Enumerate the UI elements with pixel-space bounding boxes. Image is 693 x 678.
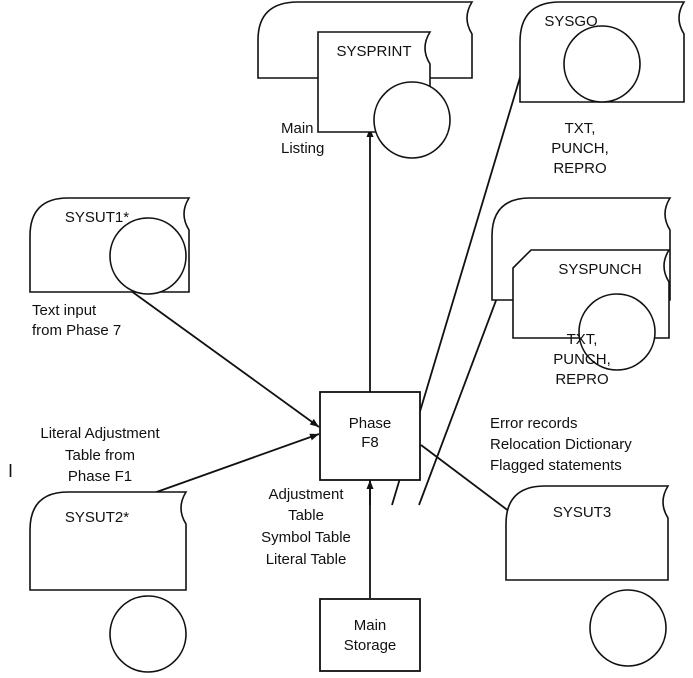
sysprint-label: SYSPRINT bbox=[336, 43, 411, 60]
syspunch-device bbox=[491, 197, 672, 371]
sysgo-output-line2: PUNCH, bbox=[551, 140, 609, 157]
sysprint-device bbox=[257, 1, 474, 159]
syspunch-output-line1: TXT, bbox=[567, 331, 598, 348]
syspunch-output-line2: PUNCH, bbox=[553, 351, 611, 368]
phase-f8-line2: F8 bbox=[361, 434, 379, 451]
sysut3-output-line3: Flagged statements bbox=[490, 457, 622, 474]
sysut2-device bbox=[29, 491, 188, 673]
main-listing-line1: Main bbox=[281, 120, 314, 137]
main-listing-line2: Listing bbox=[281, 140, 324, 157]
sysgo-label: SYSGO bbox=[544, 13, 597, 30]
sysgo-output-line3: REPRO bbox=[553, 160, 606, 177]
literal-adjustment-line3: Phase F1 bbox=[68, 468, 132, 485]
phase-f8-box bbox=[319, 391, 421, 481]
syspunch-label: SYSPUNCH bbox=[558, 261, 641, 278]
margin-mark: I bbox=[8, 461, 13, 481]
arrow-sysut2-to-phase bbox=[150, 433, 320, 495]
phase-f8-line1: Phase bbox=[349, 415, 392, 432]
sysut2-label: SYSUT2* bbox=[65, 509, 129, 526]
storage-tables-line3: Symbol Table bbox=[261, 529, 351, 546]
literal-adjustment-line2: Table from bbox=[65, 447, 135, 464]
text-input-line1: Text input bbox=[32, 302, 97, 319]
sysut1-label: SYSUT1* bbox=[65, 209, 129, 226]
storage-tables-line2: Table bbox=[288, 507, 324, 524]
text-input-line2: from Phase 7 bbox=[32, 322, 121, 339]
sysut3-output-line2: Relocation Dictionary bbox=[490, 436, 632, 453]
storage-tables-line1: Adjustment bbox=[268, 486, 344, 503]
literal-adjustment-line1: Literal Adjustment bbox=[40, 425, 160, 442]
sysut1-device bbox=[29, 197, 191, 295]
sysut3-label: SYSUT3 bbox=[553, 504, 611, 521]
sysut3-device bbox=[505, 485, 670, 667]
storage-tables-line4: Literal Table bbox=[266, 551, 347, 568]
sysut3-output-line1: Error records bbox=[490, 415, 578, 432]
main-storage-box bbox=[319, 598, 421, 672]
sysgo-device bbox=[519, 1, 686, 103]
sysgo-output-line1: TXT, bbox=[565, 120, 596, 137]
syspunch-output-line3: REPRO bbox=[555, 371, 608, 388]
arrow-sysut1-to-phase bbox=[97, 266, 320, 428]
main-storage-line1: Main bbox=[354, 617, 387, 634]
main-storage-line2: Storage bbox=[344, 637, 397, 654]
